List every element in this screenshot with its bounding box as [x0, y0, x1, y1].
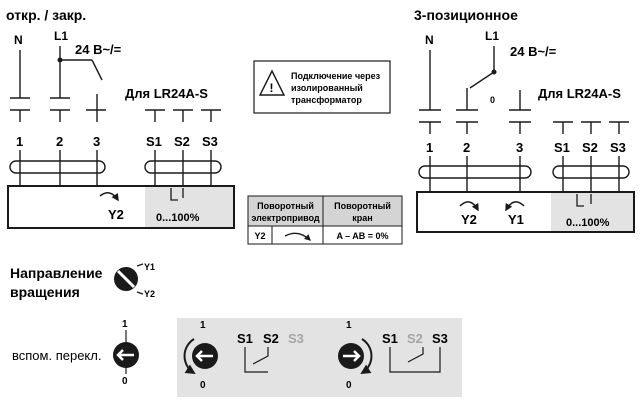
right-terminal-1: 1	[426, 140, 433, 155]
right-terminal-3: 3	[516, 140, 523, 155]
table-header-valve-2: кран	[352, 213, 372, 223]
aux-terminal-s1: S1	[146, 134, 162, 149]
table-header-valve-1: Поворотный	[334, 201, 391, 211]
output-y2: Y2	[108, 207, 124, 222]
panel-a-bottom: 0	[200, 380, 206, 391]
terminal-1: 1	[16, 134, 23, 149]
cable-sheath	[9, 150, 222, 186]
clockwise-arrow-icon	[459, 201, 479, 212]
rotation-table: Поворотный электропривод Поворотный кран…	[247, 195, 403, 245]
panel-a-s2: S2	[263, 331, 279, 346]
rotation-label-1: Направление	[10, 265, 103, 281]
junction-dot	[57, 57, 63, 63]
right-cable-sheath	[418, 156, 630, 192]
rotation-label-2: вращения	[10, 284, 80, 300]
terminal-3: 3	[93, 134, 100, 149]
table-row-value: A – AB = 0%	[336, 231, 388, 241]
svg-text:!: !	[270, 81, 274, 95]
table-row-label: Y2	[254, 231, 265, 241]
aux-terminal-s3: S3	[202, 134, 218, 149]
aux-switch-panel	[145, 187, 233, 227]
warning-icon	[258, 69, 286, 96]
aux-switch-top: 1	[122, 319, 128, 330]
panel-a-s3: S3	[288, 331, 304, 346]
warning-line-1: Подключение через	[291, 71, 381, 81]
right-junction-dot	[491, 69, 497, 75]
right-output-y1: Y1	[508, 212, 524, 227]
table-header-actuator-2: электропривод	[251, 213, 320, 223]
right-voltage-label: 24 В~/=	[510, 44, 557, 59]
table-header-actuator-1: Поворотный	[257, 201, 314, 211]
aux-switch-bottom: 0	[122, 376, 128, 387]
panel-b-top: 1	[346, 320, 352, 331]
line-label: L1	[54, 29, 68, 43]
device-label: Для LR24A-S	[125, 86, 208, 101]
panel-a-s1: S1	[237, 331, 253, 346]
right-line-label: L1	[485, 29, 499, 43]
panel-b-s2: S2	[407, 331, 423, 346]
counterclockwise-arrow-icon	[505, 201, 525, 212]
right-aux-terminal-s3: S3	[610, 140, 626, 155]
right-supply-wires	[419, 46, 629, 134]
rotation-direction: Направление вращения Y1 Y2	[10, 262, 155, 300]
aux-example-panel	[177, 318, 462, 397]
terminal-2: 2	[56, 134, 63, 149]
right-aux-terminal-s2: S2	[582, 140, 598, 155]
neutral-label: N	[14, 33, 23, 47]
right-neutral-label: N	[425, 33, 434, 47]
warning-line-2: изолированный	[291, 83, 363, 93]
panel-b-s3: S3	[432, 331, 448, 346]
aux-switch-label: вспом. перекл.	[12, 348, 101, 363]
range-label: 0...100%	[156, 212, 200, 224]
aux-example-b: 1 0 S1 S2 S3	[338, 320, 448, 391]
warning-line-3: трансформатор	[291, 95, 362, 105]
right-device-label: Для LR24A-S	[538, 86, 621, 101]
right-output-y2: Y2	[461, 212, 477, 227]
rotation-y1: Y1	[144, 262, 155, 272]
aux-terminal-s2: S2	[174, 134, 190, 149]
open-close-diagram: откр. / закр. N L1 24 В~/= Для LR24A-S	[6, 7, 235, 229]
right-range-label: 0...100%	[566, 217, 610, 229]
voltage-label: 24 В~/=	[75, 42, 122, 57]
three-point-diagram: 3-позиционное N L1 24 В~/= Для LR24A-S 0	[414, 7, 635, 233]
switch-zero-label: 0	[490, 95, 495, 105]
open-close-title: откр. / закр.	[6, 7, 86, 23]
warning-box: ! Подключение через изолированный трансф…	[253, 60, 391, 114]
table-rotation-icon	[284, 232, 311, 241]
panel-b-s1: S1	[382, 331, 398, 346]
panel-b-bottom: 0	[346, 380, 352, 391]
aux-example-a: 1 0 S1 S2 S3	[183, 320, 304, 391]
supply-wires	[10, 46, 221, 122]
three-point-title: 3-позиционное	[414, 7, 518, 23]
right-aux-terminal-s1: S1	[554, 140, 570, 155]
rotation-y2: Y2	[144, 289, 155, 299]
right-aux-switch-panel	[551, 193, 633, 231]
aux-switch-section: вспом. перекл. 1 0 1 0 S1 S2 S3 1 0 S1	[12, 318, 462, 397]
right-terminal-2: 2	[463, 140, 470, 155]
rotation-arrow-icon	[99, 192, 119, 202]
panel-a-top: 1	[200, 320, 206, 331]
